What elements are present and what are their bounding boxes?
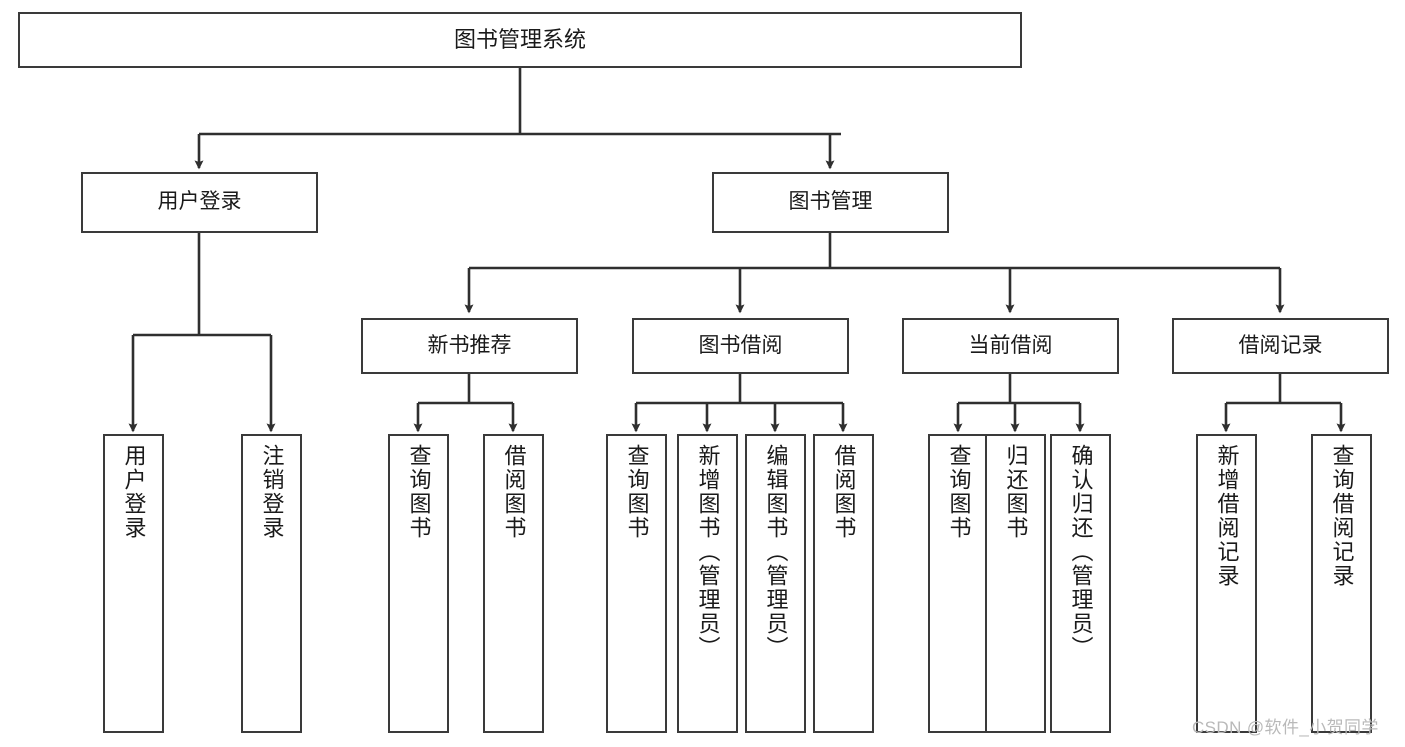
leaf-label-new-book-borrow-book: 借阅图书 <box>501 444 527 540</box>
leaf-label-new-book-query-book: 查询图书 <box>406 444 432 540</box>
leaf-current-confirm-return-admin[interactable]: 确认归还（管理员） <box>1050 434 1111 733</box>
leaf-user-login-logout[interactable]: 注销登录 <box>241 434 302 733</box>
leaf-new-book-borrow-book[interactable]: 借阅图书 <box>483 434 544 733</box>
leaf-new-book-query-book[interactable]: 查询图书 <box>388 434 449 733</box>
node-new-book-recommend[interactable]: 新书推荐 <box>361 318 578 374</box>
leaf-records-query-record[interactable]: 查询借阅记录 <box>1311 434 1372 733</box>
leaf-label-current-return-book: 归还图书 <box>1003 444 1029 540</box>
node-book-management[interactable]: 图书管理 <box>712 172 949 233</box>
node-user-login[interactable]: 用户登录 <box>81 172 318 233</box>
leaf-label-user-login-login: 用户登录 <box>121 444 147 540</box>
node-label-book-management: 图书管理 <box>788 190 873 214</box>
leaf-current-query-book[interactable]: 查询图书 <box>928 434 989 733</box>
leaf-label-records-add-record: 新增借阅记录 <box>1214 444 1240 588</box>
leaf-label-current-query-book: 查询图书 <box>946 444 972 540</box>
leaf-label-borrow-query-book: 查询图书 <box>624 444 650 540</box>
leaf-label-borrow-borrow-book: 借阅图书 <box>831 444 857 540</box>
node-label-borrow-records: 借阅记录 <box>1238 333 1323 357</box>
node-label-current-borrow: 当前借阅 <box>968 333 1053 357</box>
leaf-borrow-query-book[interactable]: 查询图书 <box>606 434 667 733</box>
node-label-book-borrow: 图书借阅 <box>698 333 783 357</box>
leaf-borrow-borrow-book[interactable]: 借阅图书 <box>813 434 874 733</box>
leaf-user-login-login[interactable]: 用户登录 <box>103 434 164 733</box>
node-book-borrow[interactable]: 图书借阅 <box>632 318 849 374</box>
leaf-borrow-edit-book-admin[interactable]: 编辑图书（管理员） <box>745 434 806 733</box>
node-borrow-records[interactable]: 借阅记录 <box>1172 318 1389 374</box>
leaf-borrow-add-book-admin[interactable]: 新增图书（管理员） <box>677 434 738 733</box>
leaf-label-user-login-logout: 注销登录 <box>259 444 285 540</box>
leaf-records-add-record[interactable]: 新增借阅记录 <box>1196 434 1257 733</box>
leaf-current-return-book[interactable]: 归还图书 <box>985 434 1046 733</box>
leaf-label-borrow-edit-book-admin: 编辑图书（管理员） <box>763 444 789 660</box>
node-label-root: 图书管理系统 <box>453 27 586 53</box>
leaf-label-borrow-add-book-admin: 新增图书（管理员） <box>695 444 721 660</box>
node-label-user-login: 用户登录 <box>157 190 242 214</box>
leaf-label-records-query-record: 查询借阅记录 <box>1329 444 1355 588</box>
leaf-label-current-confirm-return-admin: 确认归还（管理员） <box>1068 444 1094 660</box>
node-current-borrow[interactable]: 当前借阅 <box>902 318 1119 374</box>
node-label-new-book-recommend: 新书推荐 <box>427 333 512 357</box>
node-root-book-management-system[interactable]: 图书管理系统 <box>18 12 1022 68</box>
